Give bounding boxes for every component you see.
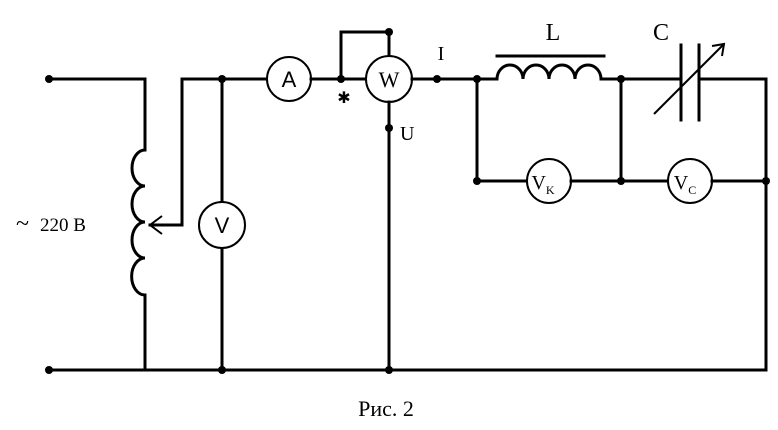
voltmeter-coil-label: VK [531,172,554,197]
wire-capacitor-right [697,77,768,372]
figure-caption: Рис. 2 [358,396,414,421]
junction-wattmeter-top [385,28,393,36]
current-label: I [438,43,445,65]
voltmeter-source-label: V [215,213,230,238]
ammeter-label: A [282,67,297,92]
wire-input-top [47,77,147,152]
junction-vc-right [762,177,770,185]
autotransformer-slider [148,77,184,227]
inductor-label: L [546,20,561,46]
capacitor-label: C [653,20,669,46]
wire-input-bottom [47,293,147,372]
junction-u [385,124,393,132]
autotransformer-coil [130,148,147,297]
wattmeter-label: W [379,67,400,92]
capacitor-variable-arrow [653,43,725,115]
slider-arrowhead [148,215,163,235]
source-voltage-label: 220 В [40,215,86,236]
junction-i [433,75,441,83]
voltmeter-source [198,201,246,249]
capacitor-arrowhead [711,42,726,57]
voltage-label: U [400,123,415,145]
wattmeter-voltage-loop [339,30,391,81]
ac-symbol: ~ [16,211,29,237]
generator-marker: ✱ [337,90,350,107]
junction-u-bottom [385,366,393,374]
voltmeter-cap-label: VC [674,172,696,197]
inductor [495,63,603,81]
